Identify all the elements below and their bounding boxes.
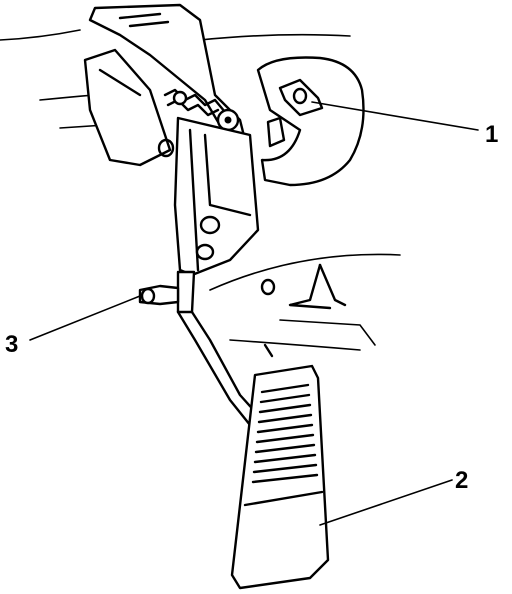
callout-3: 3	[5, 331, 18, 358]
pedal-pad-ribs	[251, 383, 319, 484]
leader-line-2	[319, 479, 453, 526]
leader-line-3	[29, 295, 141, 341]
callout-2: 2	[455, 467, 468, 494]
leader-line-1	[311, 101, 479, 131]
leader-lines	[29, 101, 479, 526]
pedal-pad	[230, 364, 330, 590]
vehicle-body-panel	[0, 29, 401, 358]
pedal-arm	[173, 116, 260, 427]
pedal-mounting-bracket	[83, 3, 247, 167]
callout-1: 1	[485, 121, 498, 148]
pivot-assembly	[163, 88, 240, 132]
cable-retainer	[138, 284, 180, 306]
pivot-stud-bracket	[256, 56, 365, 187]
